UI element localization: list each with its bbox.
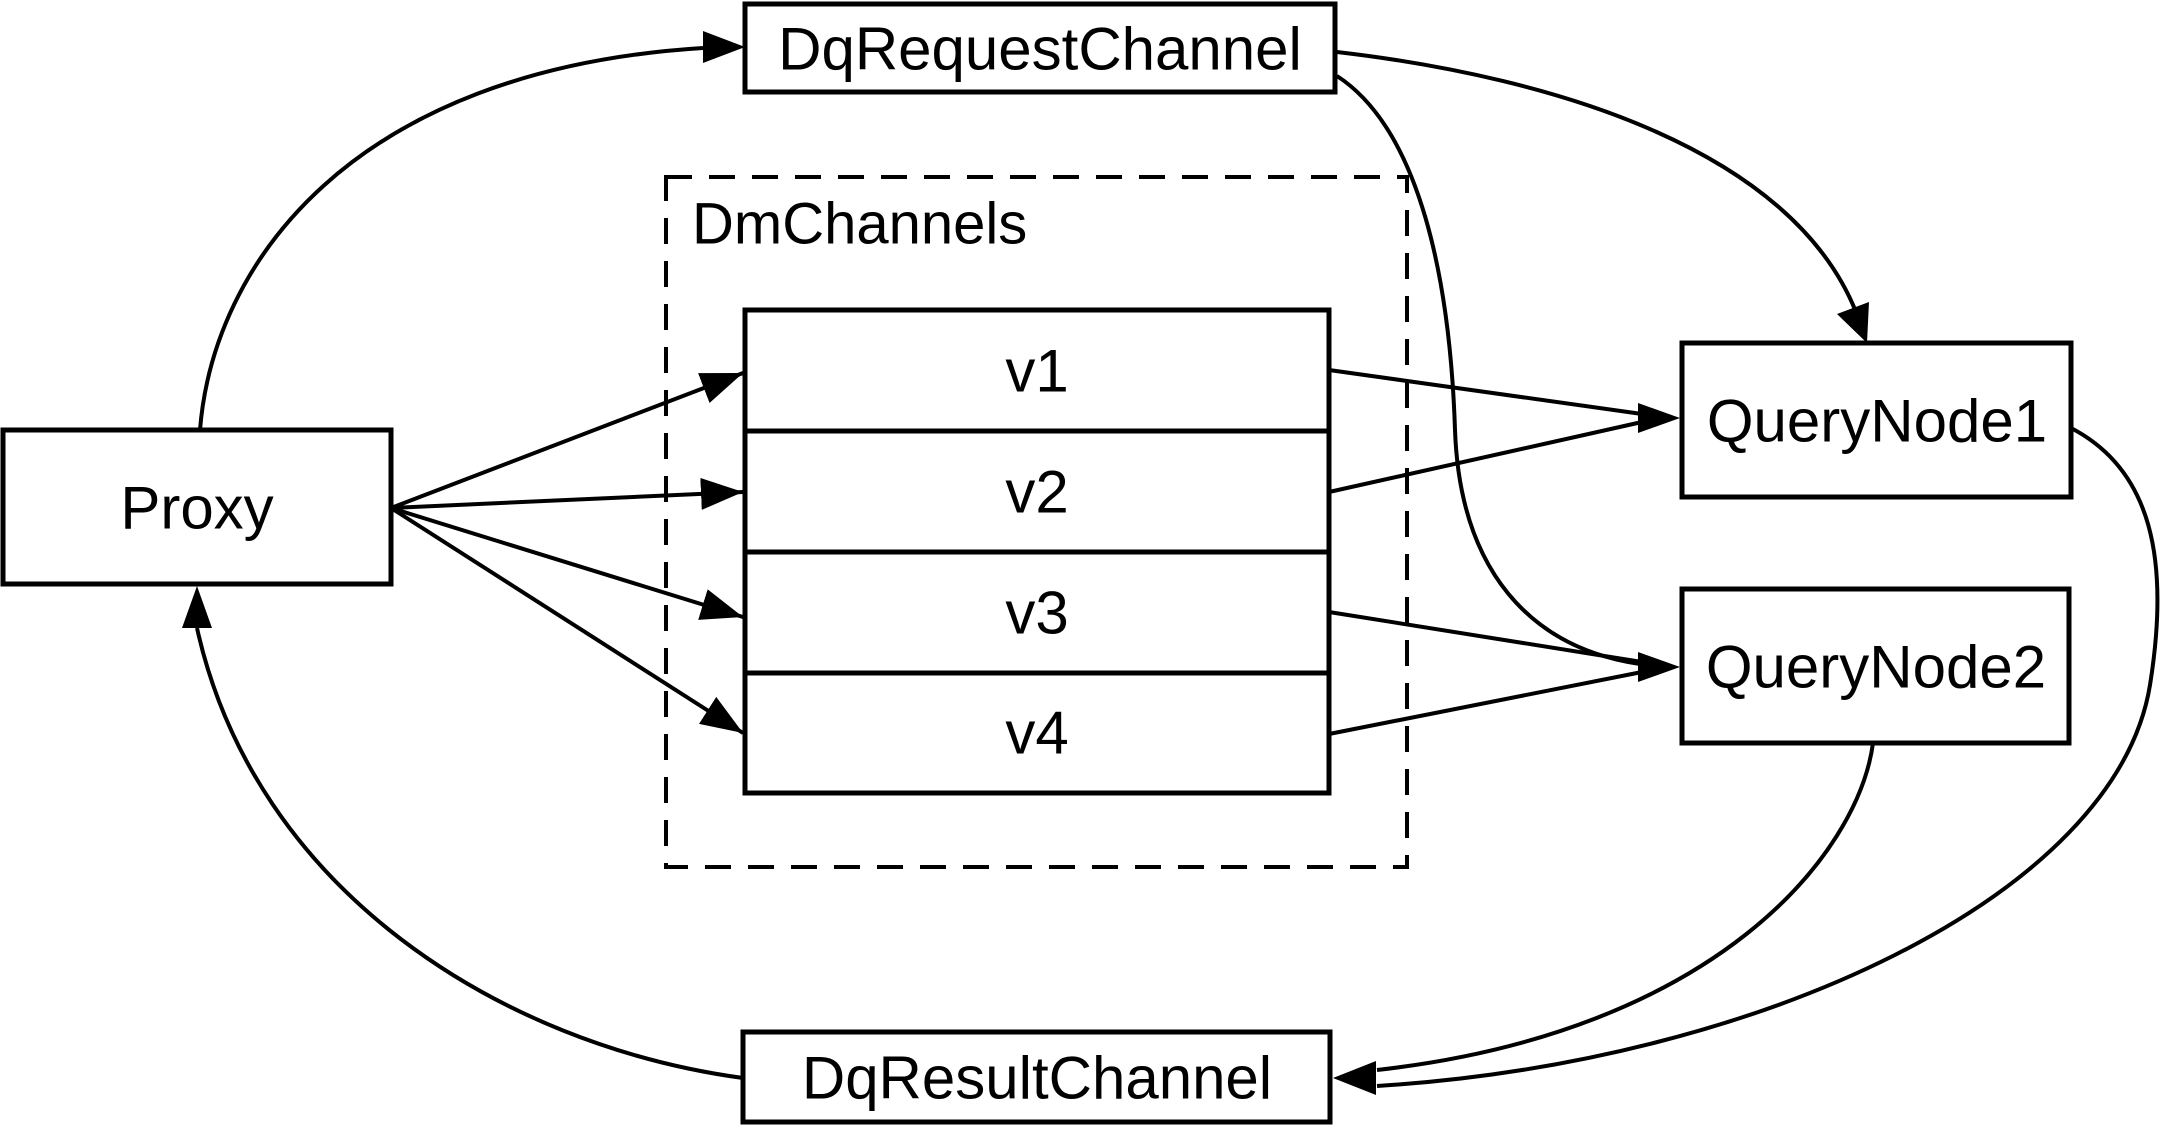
edge-proxy-to-v2 [390,477,744,510]
edges [182,31,2160,1095]
querynode1-label: QueryNode1 [1707,388,2047,455]
edge-dqresultchannel-to-proxy [195,627,744,1080]
channel-row-v3 [742,549,1332,676]
edge-v3-to-querynode2 [1328,610,1643,664]
edge-proxy-to-v1 [390,371,744,510]
arrowhead-into-dqresultchannel [1333,1061,1376,1095]
proxy-label: Proxy [120,475,273,542]
edge-proxy-to-dqrequestchannel [198,46,704,431]
arrowhead-into-querynode1-top [1837,302,1869,343]
arrowhead-into-querynode1-left [1638,403,1680,433]
proxy-box [0,427,394,587]
v4-label: v4 [1005,700,1068,767]
node-querynode2: QueryNode2 [1679,586,2072,746]
node-dqresultchannel: DqResultChannel [740,1029,1333,1125]
edge-v2-to-querynode1 [1328,420,1643,494]
channel-row-v2 [742,428,1332,555]
v2-label: v2 [1005,459,1068,526]
querynode1-box [1679,340,2074,500]
dqrequestchannel-label: DqRequestChannel [778,16,1302,83]
edge-querynode2-to-dqresultchannel [1376,742,1875,1072]
edge-querynode1-to-dqresultchannel [1376,426,2160,1088]
node-dqrequestchannel: DqRequestChannel [742,1,1338,95]
arrowhead-into-querynode2-left [1638,652,1680,682]
node-querynode1: QueryNode1 [1679,340,2074,500]
dqrequestchannel-box [742,1,1338,95]
dmchannels-label: DmChannels [692,192,1027,257]
node-proxy: Proxy [0,427,394,587]
channel-row-v1 [742,307,1332,434]
dqresultchannel-label: DqResultChannel [802,1045,1272,1112]
edge-v1-to-querynode1 [1328,368,1643,416]
channel-stack: v1 v2 v3 v4 [742,307,1332,796]
edge-dqrequestchannel-to-querynode1 [1336,50,1858,313]
querynode2-label: QueryNode2 [1706,634,2046,701]
arrowhead-into-dqrequestchannel [703,31,745,63]
arrowhead-into-proxy [182,586,212,628]
edge-proxy-to-v4 [389,506,745,735]
edge-v4-to-querynode2 [1328,670,1643,736]
v3-label: v3 [1005,580,1068,647]
channel-row-v4 [742,670,1332,796]
dmchannels-dashed-border [664,175,1409,869]
v1-label: v1 [1005,338,1068,405]
querynode2-box [1679,586,2072,746]
group-dmchannels: DmChannels v1 v2 v3 v4 [664,175,1409,869]
edge-dqrequestchannel-to-querynode2 [1335,74,1641,666]
edge-proxy-to-v3 [390,506,744,620]
dqresultchannel-box [740,1029,1333,1125]
